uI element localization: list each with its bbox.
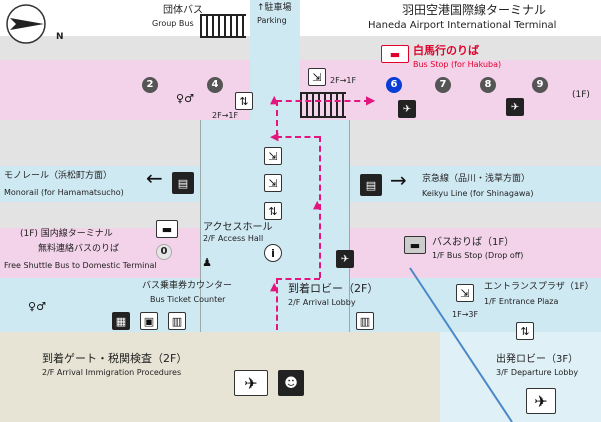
stop-number-8[interactable]: 8	[480, 77, 496, 93]
ticket-icon: ▦	[112, 312, 130, 330]
escalator-label-top: 2F→1F	[330, 76, 357, 85]
access-hall-border	[200, 120, 350, 332]
route-line	[276, 100, 370, 102]
entrance-jp: エントランスプラザ（1F）	[484, 282, 594, 292]
arrow-left-icon: ←	[146, 166, 163, 190]
route-line	[276, 278, 278, 330]
bus-icon: ▬	[156, 220, 178, 238]
north-label: N	[56, 32, 64, 42]
compass-icon	[4, 2, 50, 46]
arrival-gate-zone	[0, 332, 440, 422]
monorail-en: Monorail (for Hamamatsucho)	[4, 188, 124, 197]
elevator-icon: ⇅	[264, 202, 282, 220]
ticket-counter-jp: バス乗車券カウンター	[142, 281, 233, 291]
route-arrow-up: ▲	[270, 93, 279, 106]
elevator-icon: ⇅	[516, 322, 534, 340]
top-road	[0, 36, 601, 60]
title-jp: 羽田空港国際線ターミナル	[402, 3, 547, 17]
dropoff-zone	[348, 228, 601, 278]
arrival-gate-en: 2/F Arrival Immigration Procedures	[42, 368, 182, 377]
departure-lobby-en: 3/F Departure Lobby	[496, 368, 579, 377]
restroom-icon: ♀♂	[28, 300, 46, 313]
departure-zone	[440, 332, 601, 422]
route-line	[276, 278, 320, 280]
escalator-label-1f3f: 1F→3F	[452, 310, 479, 319]
baggage-icon: ✈	[398, 100, 416, 118]
group-bus-en: Group Bus	[152, 19, 194, 28]
route-line	[319, 136, 321, 278]
bus-dropoff-en: 1/F Bus Stop (Drop off)	[432, 251, 524, 260]
hakuba-jp: 白馬行のりば	[413, 44, 479, 57]
arrival-lobby-en: 2/F Arrival Lobby	[288, 298, 356, 307]
route-arrow-up: ▲	[270, 280, 279, 293]
stop-number-2[interactable]: 2	[142, 77, 158, 93]
arrival-plane-icon: ✈	[234, 370, 268, 396]
escalator-icon: ⇲	[308, 68, 326, 86]
route-arrow-right: ▶	[366, 93, 376, 107]
bus-icon: ▬	[404, 236, 426, 254]
hakuba-en: Bus Stop (for Hakuba)	[413, 60, 502, 69]
shuttle-stop-number[interactable]: 0	[156, 244, 172, 260]
bus-dropoff-jp: バスおりば（1F）	[432, 237, 515, 248]
arrow-right-icon: →	[390, 168, 407, 192]
restroom-icon: ♀♂	[176, 92, 194, 105]
ticket-icon: ▥	[168, 312, 186, 330]
group-bus-jp: 団体バス	[163, 5, 203, 16]
access-hall-en: 2/F Access Hall	[203, 234, 264, 243]
floor-1f-label: (1F)	[572, 90, 590, 100]
monorail-jp: モノレール（浜松町方面）	[4, 171, 113, 181]
departure-lobby-jp: 出発ロビー（3F）	[496, 354, 579, 365]
ticket-icon: ▥	[356, 312, 374, 330]
ticket-icon: ▣	[140, 312, 158, 330]
escalator-icon: ⇲	[456, 284, 474, 302]
info-icon[interactable]: i	[264, 244, 282, 262]
stairs-group-bus	[200, 14, 246, 38]
baggage-icon: ✈	[506, 98, 524, 116]
stop-number-9[interactable]: 9	[532, 77, 548, 93]
route-arrow-up: ▲	[313, 198, 322, 211]
route-line	[276, 136, 320, 138]
customs-icon: ☻	[278, 370, 304, 396]
stop-number-4[interactable]: 4	[207, 77, 223, 93]
escalator-icon: ⇲	[264, 147, 282, 165]
stop-number-7[interactable]: 7	[435, 77, 451, 93]
departure-plane-icon: ✈	[526, 388, 556, 414]
train-icon: ▤	[172, 172, 194, 194]
route-line	[276, 100, 278, 136]
arrival-gate-jp: 到着ゲート・税関検査（2F）	[42, 352, 188, 365]
shuttle-jp1: (1F) 国内線ターミナル	[20, 229, 113, 239]
escalator-icon: ⇲	[264, 174, 282, 192]
train-icon: ▤	[360, 174, 382, 196]
bus-icon: ▬	[381, 45, 409, 63]
baggage-icon: ✈	[336, 250, 354, 268]
stairs-hakuba	[300, 92, 346, 118]
route-arrow-left: ◀	[270, 130, 279, 143]
shuttle-en: Free Shuttle Bus to Domestic Terminal	[4, 261, 157, 270]
arrival-lobby-jp: 到着ロビー（2F）	[288, 282, 379, 295]
ticket-counter-en: Bus Ticket Counter	[150, 295, 226, 304]
parking-jp: ↑駐車場	[257, 3, 292, 13]
keikyu-en: Keikyu Line (for Shinagawa)	[422, 189, 534, 198]
keikyu-jp: 京急線（品川・浅草方面）	[422, 174, 531, 184]
shuttle-jp2: 無料連絡バスのりば	[38, 244, 120, 254]
stop-number-6[interactable]: 6	[386, 77, 402, 93]
escalator-label-left: 2F→1F	[212, 111, 239, 120]
title-en: Haneda Airport International Terminal	[368, 20, 557, 31]
entrance-en: 1/F Entrance Plaza	[484, 297, 559, 306]
parking-en: Parking	[257, 16, 287, 25]
access-hall-jp: アクセスホール	[203, 222, 273, 233]
elevator-icon: ⇅	[235, 92, 253, 110]
lounge-icon: ♟	[202, 256, 212, 269]
